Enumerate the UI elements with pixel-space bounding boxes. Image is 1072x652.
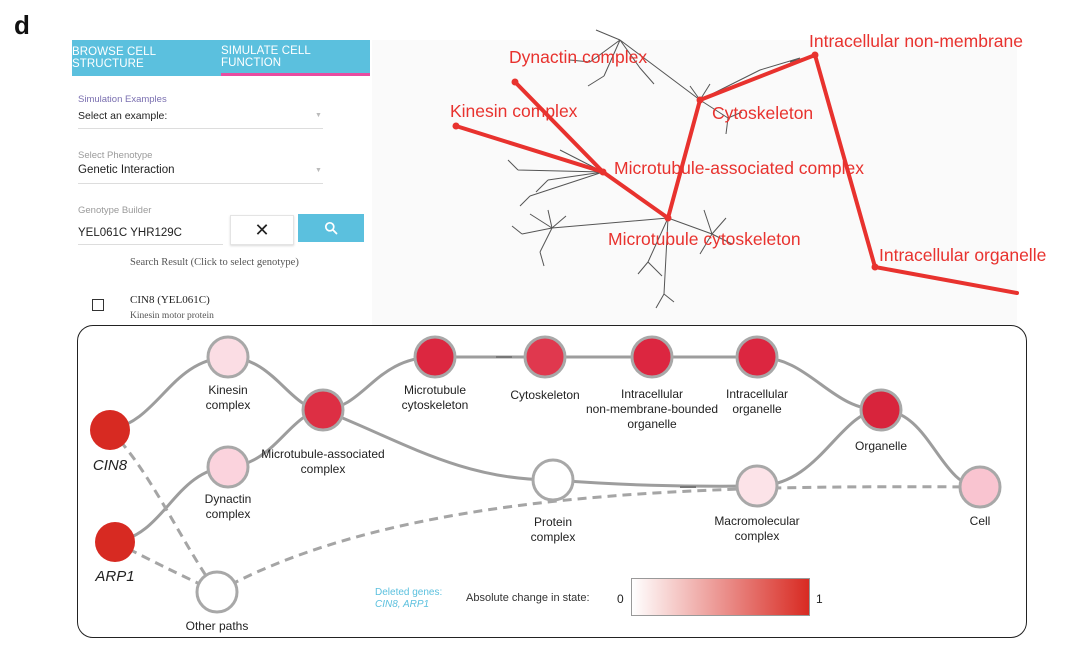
- node-circle: [195, 570, 239, 614]
- diagram-dashed-edges: [108, 428, 981, 594]
- node-circle: [301, 388, 345, 432]
- diagram-node-organelle[interactable]: Organelle: [855, 388, 907, 453]
- node-label: Microtubule: [404, 383, 466, 397]
- node-circle: [735, 464, 779, 508]
- panel-letter: d: [14, 10, 30, 40]
- genotype-checkbox[interactable]: [92, 299, 104, 311]
- node-label: complex: [206, 507, 251, 521]
- network-background: [372, 40, 1017, 325]
- simulation-examples-label: Simulation Examples: [78, 94, 167, 105]
- simulation-examples-select[interactable]: Select an example:: [78, 110, 168, 122]
- tab-browse-cell-structure[interactable]: BROWSE CELL STRUCTURE: [72, 46, 156, 70]
- network-grey-edges: [507, 29, 816, 309]
- divider: [78, 183, 323, 184]
- node-label: CIN8: [93, 457, 128, 474]
- search-button[interactable]: [298, 214, 364, 242]
- node-circle: [735, 335, 779, 379]
- node-label: Intracellular: [726, 387, 788, 401]
- node-label: complex: [301, 462, 346, 476]
- network-highlight-nodes: [452, 51, 879, 271]
- node-label: organelle: [627, 417, 677, 431]
- tab-bar: BROWSE CELL STRUCTURE SIMULATE CELL FUNC…: [72, 40, 370, 76]
- edge-joint-marks: [496, 356, 696, 488]
- node-label: Organelle: [855, 439, 907, 453]
- search-result-title: Search Result (Click to select genotype): [130, 257, 299, 268]
- node-circle: [413, 335, 457, 379]
- node-label: Protein: [534, 515, 572, 529]
- label-kinesin-complex: Kinesin complex: [450, 101, 578, 121]
- node-label: Microtubule-associated: [261, 447, 384, 461]
- simulation-ui-panel: BROWSE CELL STRUCTURE SIMULATE CELL FUNC…: [72, 40, 370, 325]
- legend-color-gradient: [631, 578, 810, 616]
- close-icon: ✕: [254, 219, 270, 240]
- divider: [78, 128, 323, 129]
- tab-simulate-cell-function[interactable]: SIMULATE CELL FUNCTION: [221, 40, 370, 76]
- legend-max: 1: [816, 592, 823, 606]
- node-label: complex: [735, 529, 780, 543]
- select-phenotype-label: Select Phenotype: [78, 150, 153, 161]
- node-label: non-membrane-bounded: [586, 402, 718, 416]
- diagram-node-cell[interactable]: Cell: [958, 465, 1002, 528]
- diagram-node-nonmem[interactable]: Intracellularnon-membrane-boundedorganel…: [586, 335, 718, 431]
- node-circle: [206, 445, 250, 489]
- node-label: Cytoskeleton: [510, 388, 579, 402]
- node-circle: [859, 388, 903, 432]
- node-circle: [630, 335, 674, 379]
- genotype-builder-label: Genotype Builder: [78, 205, 152, 216]
- node-label: Intracellular: [621, 387, 683, 401]
- search-icon: [324, 221, 338, 235]
- node-circle: [958, 465, 1002, 509]
- chevron-down-icon[interactable]: ▼: [315, 112, 322, 119]
- phenotype-select[interactable]: Genetic Interaction: [78, 164, 175, 176]
- node-label: cytoskeleton: [402, 398, 469, 412]
- legend-deleted-genes: Deleted genes: CIN8, ARP1: [375, 587, 442, 611]
- diagram-node-cin8[interactable]: CIN8: [90, 410, 130, 474]
- node-label: Dynactin: [205, 492, 252, 506]
- genotype-input[interactable]: [78, 222, 223, 245]
- label-intracellular-non-membrane: Intracellular non-membrane: [809, 31, 1023, 51]
- node-circle: [95, 522, 135, 562]
- legend-min: 0: [617, 592, 624, 606]
- node-circle: [531, 458, 575, 502]
- label-cytoskeleton: Cytoskeleton: [712, 103, 813, 123]
- node-circle: [206, 335, 250, 379]
- diagram-node-arp1[interactable]: ARP1: [94, 522, 135, 585]
- node-label: Cell: [970, 514, 991, 528]
- result-gene-description: Kinesin motor protein: [130, 311, 214, 321]
- node-label: Other paths: [186, 619, 249, 633]
- node-circle: [523, 335, 567, 379]
- clear-button[interactable]: ✕: [230, 215, 294, 245]
- label-microtubule-cytoskeleton: Microtubule cytoskeleton: [608, 229, 801, 249]
- node-label: complex: [206, 398, 251, 412]
- node-label: Macromolecular: [714, 514, 799, 528]
- legend-deleted-gene-list: CIN8, ARP1: [375, 599, 430, 610]
- legend-deleted-title: Deleted genes:: [375, 587, 443, 598]
- node-label: organelle: [732, 402, 782, 416]
- label-intracellular-organelle: Intracellular organelle: [879, 245, 1046, 265]
- result-gene-name[interactable]: CIN8 (YEL061C): [130, 294, 210, 306]
- node-circle: [90, 410, 130, 450]
- chevron-down-icon[interactable]: ▼: [315, 167, 322, 174]
- diagram-node-other[interactable]: Other paths: [186, 570, 249, 633]
- legend-change-label: Absolute change in state:: [466, 592, 590, 604]
- label-microtubule-associated-complex: Microtubule-associated complex: [614, 158, 864, 178]
- node-label: ARP1: [94, 568, 134, 585]
- node-label: Kinesin: [208, 383, 247, 397]
- node-label: complex: [531, 530, 576, 544]
- label-dynactin-complex: Dynactin complex: [509, 47, 647, 67]
- diagram-node-cyto[interactable]: Cytoskeleton: [510, 335, 580, 402]
